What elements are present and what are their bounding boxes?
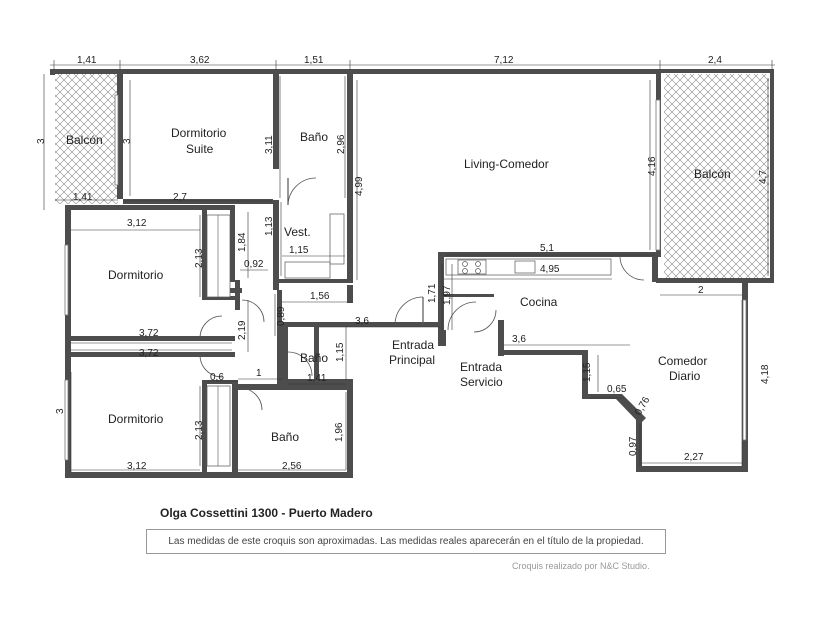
dim-top-151: 1,51 [304,55,324,66]
dim-bano-bottom-h: 1,96 [334,422,345,442]
room-cocina: Cocina [520,295,558,309]
dim-bano-small-h: 1,15 [335,342,346,362]
studio-credit: Croquis realizado por N&C Studio. [512,561,650,571]
dim-vest-w: 1,15 [289,245,309,256]
dim-balcon-bottom-2: 2 [698,285,704,296]
room-comedor-diario-2: Diario [669,369,701,383]
walls [50,69,774,478]
dim-bano-w: 3,11 [264,135,275,154]
room-comedor-diario-1: Comedor [658,354,707,368]
dim-097: 0,97 [628,436,639,456]
dim-089: 0,89 [276,306,287,326]
dim-156: 1,56 [310,291,330,302]
dim-1: 1 [256,368,262,379]
dim-closet-184: 1,84 [237,232,248,252]
dim-dorm1-h: 2,13 [194,248,205,268]
room-living: Living-Comedor [464,157,549,171]
dim-living-h: 4,99 [354,176,365,196]
dim-balcon-bottom: 1,41 [73,192,93,203]
dim-219: 2,19 [237,320,248,340]
dim-dorm2-bottom: 3,12 [127,461,147,472]
windows [64,94,747,461]
dim-suite-bottom: 2,7 [173,192,187,203]
dim-comedor-h: 4,18 [760,364,771,384]
room-balcon-right: Balcón [694,167,731,181]
dim-dorm2-h: 3 [55,408,66,414]
room-entrada-servicio-2: Servicio [460,375,503,389]
dim-balcon-right-h: 4,7 [758,170,769,184]
dim-kitchen-495: 4,95 [540,264,560,275]
dim-comedor-bottom: 2,27 [684,452,704,463]
room-labels: Balcón Dormitorio Suite Baño Vest. Livin… [66,126,731,444]
dim-top-24: 2,4 [708,55,722,66]
dim-suite-h: 3 [122,138,133,144]
doors [199,177,645,411]
room-entrada-principal-1: Entrada [392,338,434,352]
dim-076: 0,76 [633,395,652,418]
dim-065: 0,65 [607,384,627,395]
room-balcon-left: Balcón [66,133,103,147]
room-dormitorio-2: Dormitorio [108,412,164,426]
disclaimer-text: Las medidas de este croquis son aproxima… [168,536,644,547]
dim-171: 1,71 [427,283,438,303]
floor-plan: 1,41 3,62 1,51 7,12 2,4 3 3 1,41 2,7 3,1… [36,55,775,478]
dim-top-712: 7,12 [494,55,514,66]
dim-dorm1-top: 3,12 [127,218,147,229]
room-bano-bottom: Baño [271,430,299,444]
room-dormitorio-suite-1: Dormitorio [171,126,227,140]
balcony-left-area [55,74,118,204]
dim-dorm1-bottom: 3,72 [139,328,159,339]
dim-bano-h: 2,96 [336,134,347,154]
dim-115b: 1,15 [582,362,593,382]
dim-dorm2-top: 3,72 [139,348,159,359]
dim-36b: 3,6 [512,334,526,345]
dim-balcon-left-h: 3 [36,138,47,144]
dimension-labels: 1,41 3,62 1,51 7,12 2,4 3 3 1,41 2,7 3,1… [36,55,771,472]
disclaimer-box: Las medidas de este croquis son aproxima… [146,529,666,554]
dim-kitchen-51: 5,1 [540,243,554,254]
dim-top-362: 3,62 [190,55,210,66]
room-dormitorio-suite-2: Suite [186,142,214,156]
dim-closet-092: 0,92 [244,259,264,270]
closet-hanging-rails [206,213,345,467]
dim-top-141: 1,41 [77,55,97,66]
room-entrada-principal-2: Principal [389,353,435,367]
dimension-lines [43,60,775,472]
kitchen-fixtures [445,258,612,276]
room-bano-top: Baño [300,130,328,144]
room-dormitorio-1: Dormitorio [108,268,164,282]
dim-dorm2-closet: 2,13 [194,420,205,440]
room-vestidor: Vest. [284,225,311,239]
dim-36a: 3,6 [355,316,369,327]
dim-06: 0,6 [210,372,224,383]
dim-197: 1,97 [442,285,453,305]
property-title: Olga Cossettini 1300 - Puerto Madero [160,506,373,520]
dim-bano-small-w: 1,41 [307,373,327,384]
dim-vest-h: 1,13 [264,216,275,236]
room-entrada-servicio-1: Entrada [460,360,502,374]
dim-living-right-h: 4,16 [647,156,658,176]
room-bano-small: Baño [300,351,328,365]
dim-bano-bottom-w: 2,56 [282,461,302,472]
balcony-right-area [664,74,769,282]
